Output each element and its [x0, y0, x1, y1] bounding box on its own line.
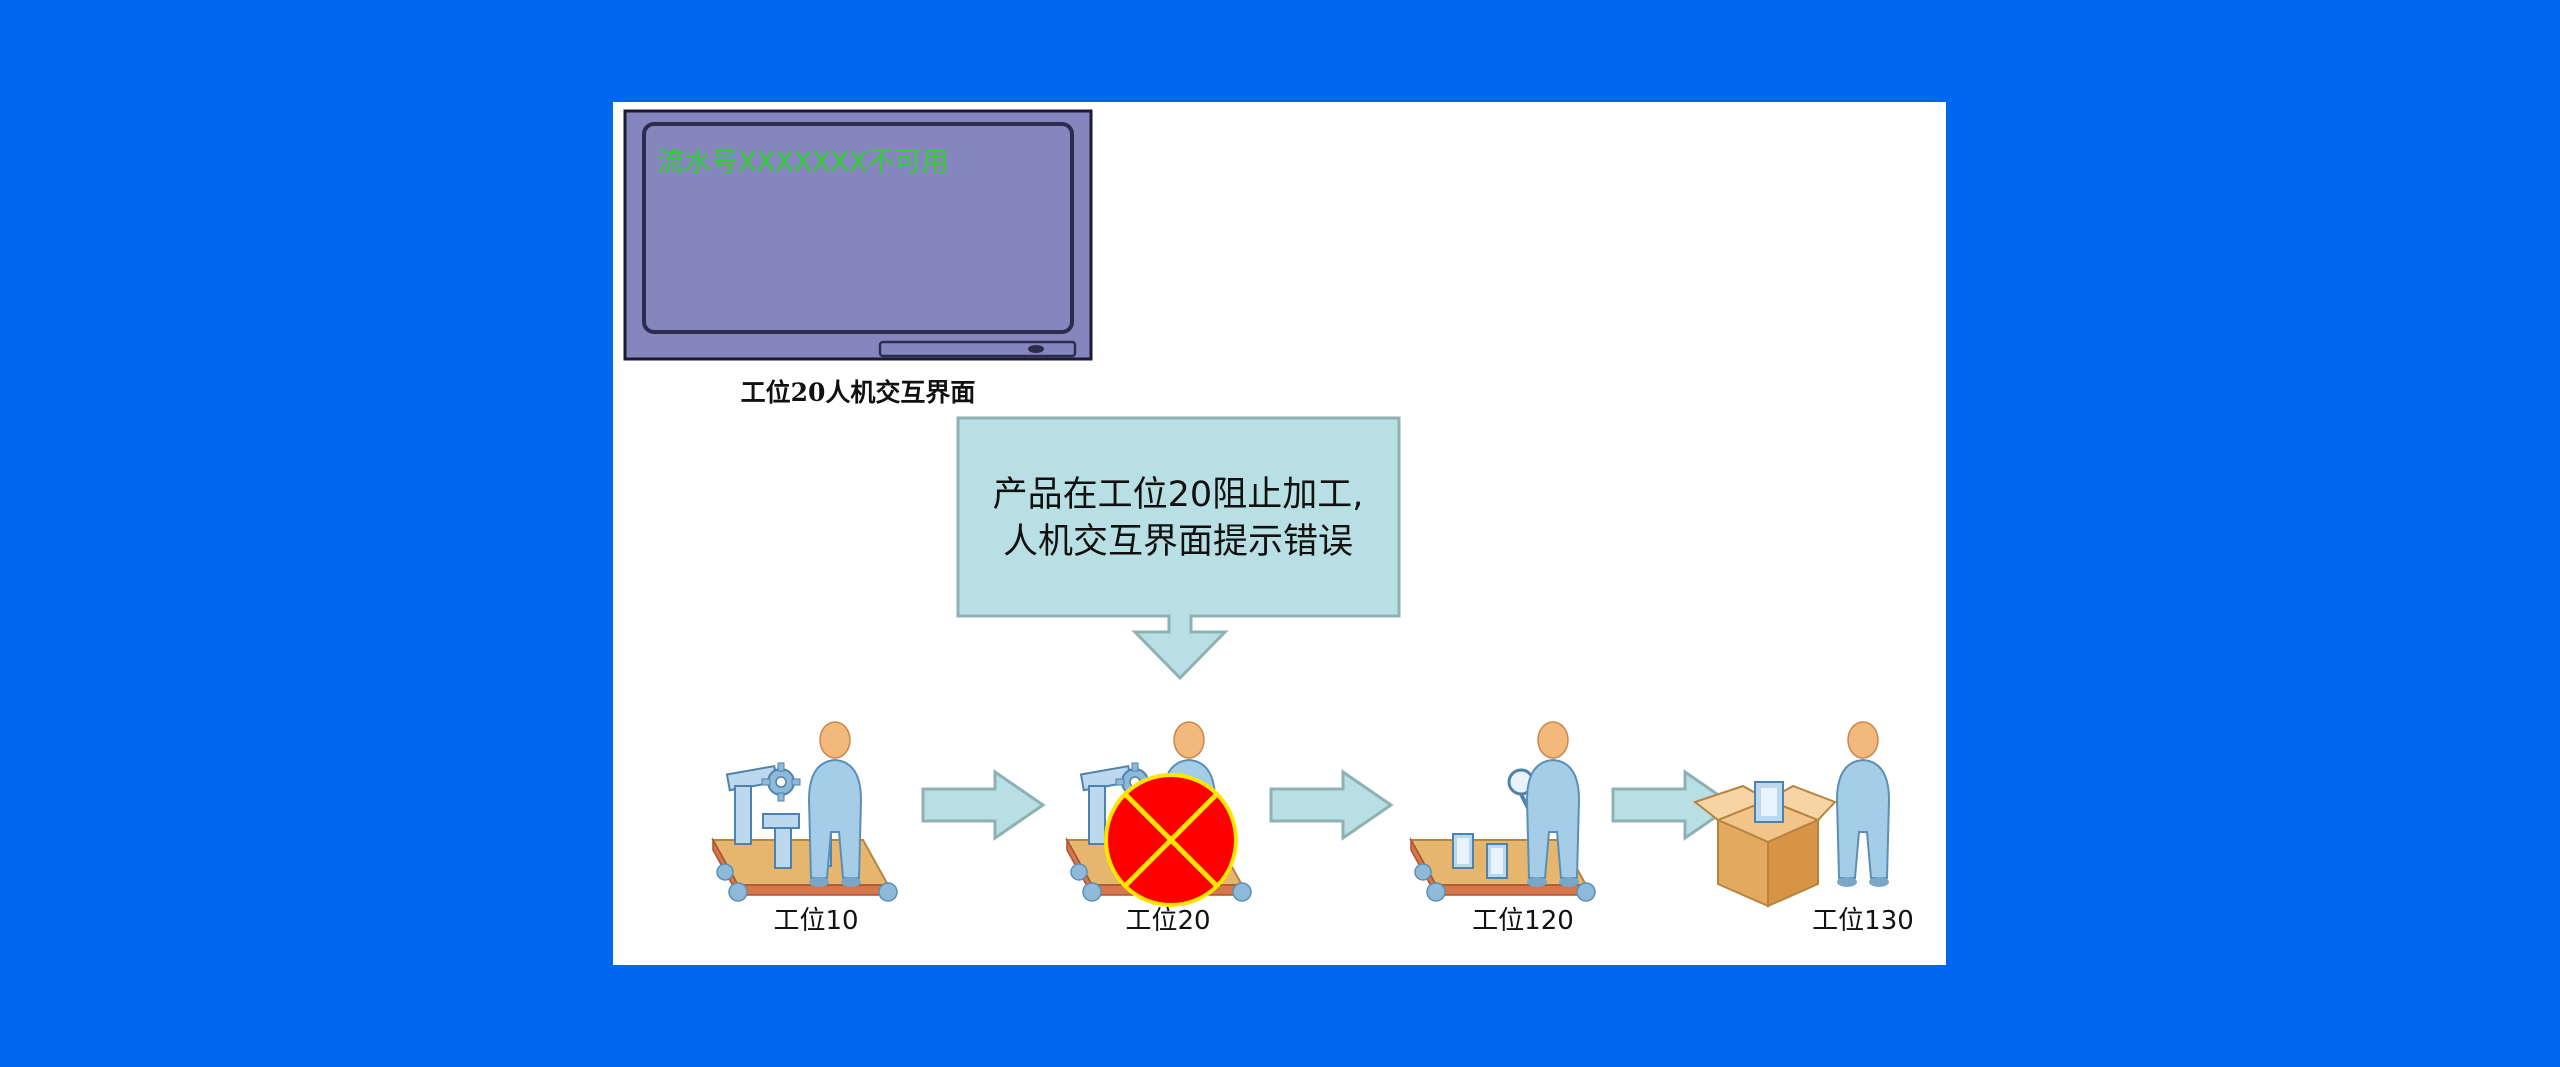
- process-flow-diagram: 流水号XXXXXXX不可用 工位20人机交互界面 产品在工位20阻止加工, 人机…: [623, 109, 1914, 936]
- hmi-screen-message: 流水号XXXXXXX不可用: [657, 147, 948, 178]
- station-label: 工位10: [773, 906, 858, 936]
- diagram-canvas: 流水号XXXXXXX不可用 工位20人机交互界面 产品在工位20阻止加工, 人机…: [613, 102, 1946, 965]
- hmi-monitor: 流水号XXXXXXX不可用: [623, 109, 1093, 361]
- hmi-label: 工位20人机交互界面: [741, 378, 976, 407]
- flow-arrow-icon: [921, 770, 1045, 840]
- callout-shape: [956, 416, 1401, 681]
- station-label: 工位120: [1472, 906, 1574, 936]
- callout-line-1: 产品在工位20阻止加工,: [993, 475, 1364, 515]
- callout-box: 产品在工位20阻止加工, 人机交互界面提示错误: [956, 416, 1401, 681]
- inspection-worker-icon: [1410, 721, 1596, 902]
- power-button-icon: [1028, 345, 1044, 353]
- station-10: 工位10: [713, 722, 897, 936]
- blocked-x-icon: [1104, 773, 1238, 907]
- station-120: 工位120: [1410, 721, 1596, 936]
- packing-worker-icon: [1692, 721, 1890, 908]
- station-label: 工位20: [1125, 906, 1210, 936]
- station-label: 工位130: [1812, 906, 1914, 936]
- station-20: 工位20: [1067, 722, 1251, 936]
- flow-arrow-icon: [1269, 770, 1393, 840]
- callout-line-2: 人机交互界面提示错误: [1003, 522, 1353, 562]
- assembly-worker-icon: [713, 722, 897, 901]
- station-130: 工位130: [1692, 721, 1914, 936]
